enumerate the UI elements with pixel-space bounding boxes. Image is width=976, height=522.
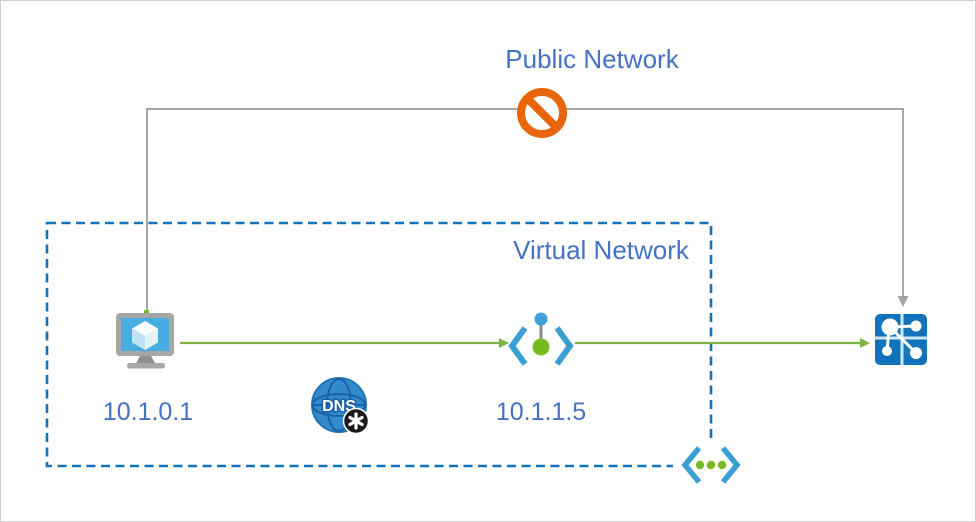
dns-private-zone-icon: DNS [311, 377, 370, 435]
virtual-machine-icon [116, 310, 174, 369]
public-network-connector [146, 108, 909, 314]
virtual-network-icon [673, 441, 749, 491]
private-endpoint-icon [508, 312, 574, 366]
no-public-access-icon [517, 88, 567, 138]
private-link-service-icon [875, 314, 927, 365]
private-endpoint-ip-label: 10.1.1.5 [495, 398, 587, 426]
vm-ip-label: 10.1.0.1 [102, 398, 194, 426]
public-network-label: Public Network [505, 44, 679, 74]
virtual-network-label: Virtual Network [513, 235, 689, 265]
virtual-network-boundary [45, 221, 713, 468]
